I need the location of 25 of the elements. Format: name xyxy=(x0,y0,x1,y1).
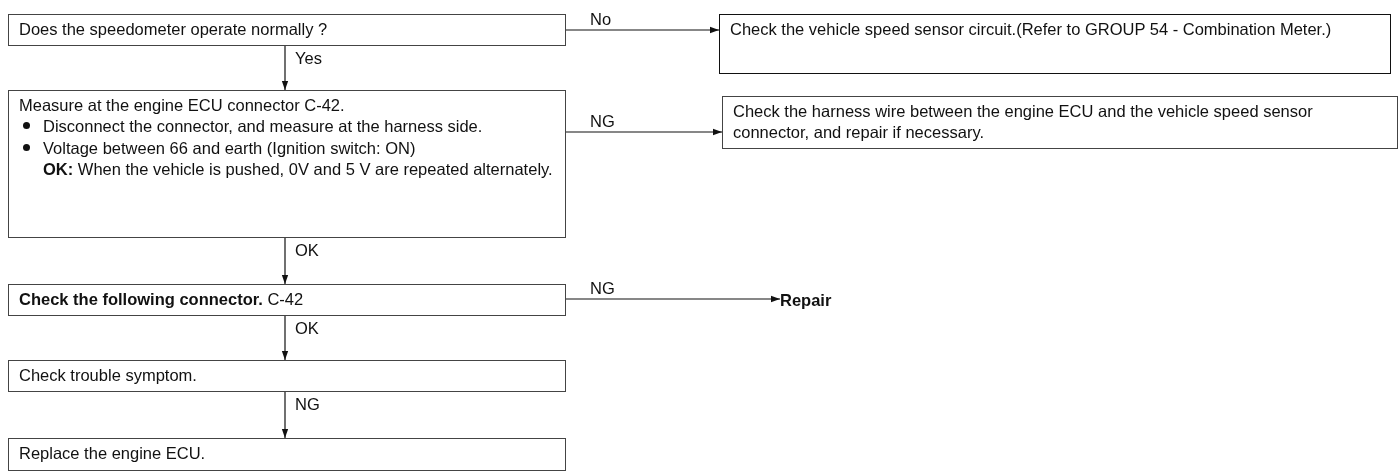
process-box xyxy=(8,438,566,471)
bullet-item: OK: When the vehicle is pushed, 0V and 5 V are repeated alternately. xyxy=(42,159,554,181)
arrow xyxy=(565,128,723,136)
process-box xyxy=(8,90,566,238)
step-text: Measure at the engine ECU connector C-42. xyxy=(19,95,346,116)
bullet-item: Voltage between 66 and earth (Ignition switch: ON) xyxy=(19,137,555,160)
bullet-item: Disconnect the connector, and measure at the harness side. xyxy=(19,116,555,138)
arrow xyxy=(565,295,781,303)
arrow xyxy=(281,391,289,439)
step-text: Check the following connector. C-42 xyxy=(19,289,305,310)
result-text: Repair xyxy=(780,290,833,311)
step-text: Check the harness wire between the engine ECU and the vehicle speed sensor connector, and repair if necessary. xyxy=(733,101,1314,144)
step-text: Check trouble symptom. xyxy=(19,365,198,386)
arrow xyxy=(565,26,720,34)
process-box xyxy=(8,284,566,316)
process-box xyxy=(719,14,1391,74)
step-text: Does the speedometer operate normally ? xyxy=(19,19,329,40)
arrow xyxy=(281,45,289,91)
step-text: Check the vehicle speed sensor circuit.(Refer to GROUP 54 - Combination Meter.) xyxy=(730,19,1333,40)
arrow xyxy=(281,315,289,361)
process-box xyxy=(8,360,566,392)
process-box xyxy=(8,14,566,46)
process-box xyxy=(722,96,1398,149)
step-text: Replace the engine ECU. xyxy=(19,443,207,464)
arrow xyxy=(281,237,289,285)
